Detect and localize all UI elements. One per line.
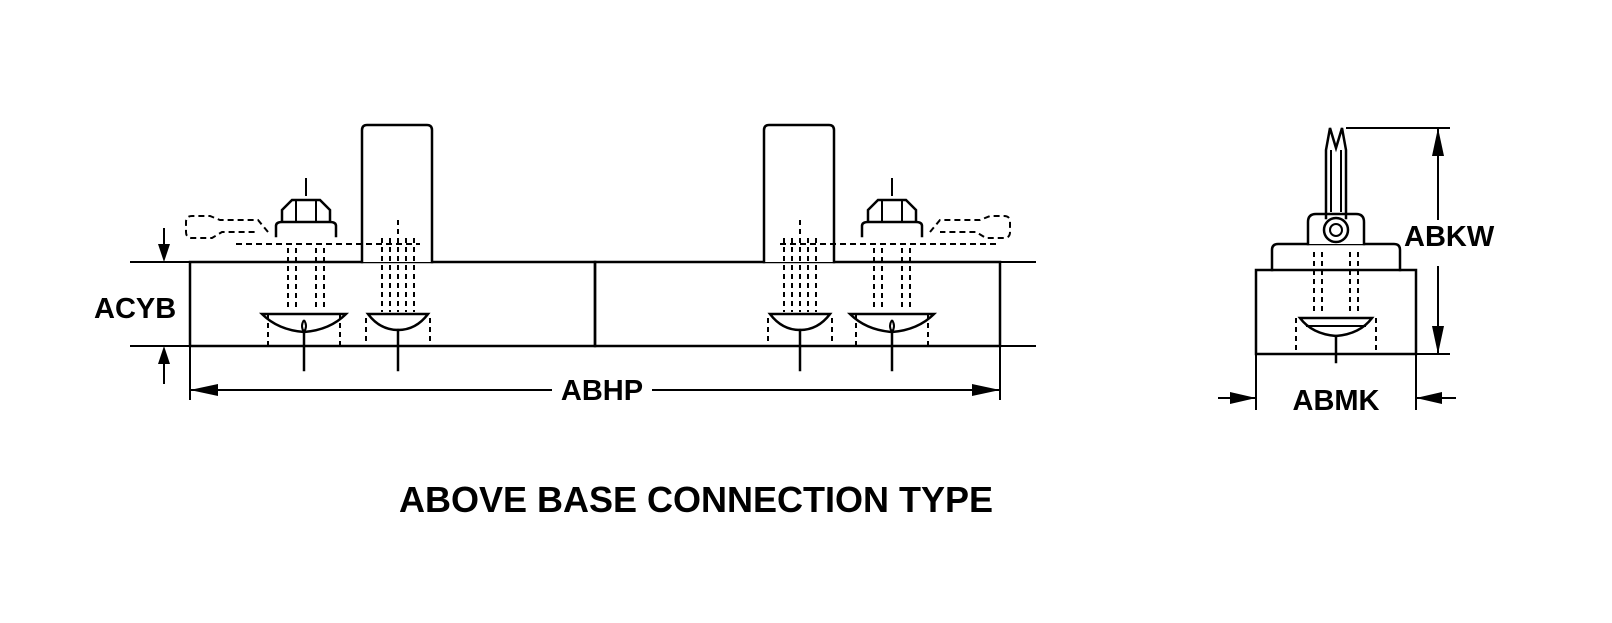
diagram-caption: ABOVE BASE CONNECTION TYPE: [399, 479, 993, 520]
label-abmk: ABMK: [1293, 385, 1380, 417]
nut-left: [274, 178, 338, 238]
side-blade: [1324, 127, 1348, 220]
wing-left-phantom: [185, 215, 269, 239]
side-top-plate: [1270, 242, 1402, 272]
base-block-left: [188, 260, 597, 348]
side-bolt-circle: [1322, 216, 1350, 244]
label-abkw: ABKW: [1404, 221, 1495, 253]
dimension-abkw: [1346, 127, 1450, 355]
side-view: ABKW ABMK: [1218, 127, 1495, 417]
base-block-right: [593, 260, 1002, 348]
hidden-screws-right: [767, 220, 938, 372]
dimension-abhp: [189, 346, 1001, 400]
nut-right: [860, 178, 924, 238]
hidden-screws-left: [258, 220, 431, 372]
dimension-acyb: [158, 228, 170, 384]
front-view: ACYB ABHP: [94, 123, 1036, 407]
label-acyb: ACYB: [94, 293, 176, 325]
terminal-blade-right: [762, 123, 836, 264]
label-abhp: ABHP: [561, 375, 643, 407]
dimension-abmk: [1218, 354, 1456, 410]
wing-right-phantom: [929, 215, 1011, 239]
terminal-blade-left: [360, 123, 434, 264]
